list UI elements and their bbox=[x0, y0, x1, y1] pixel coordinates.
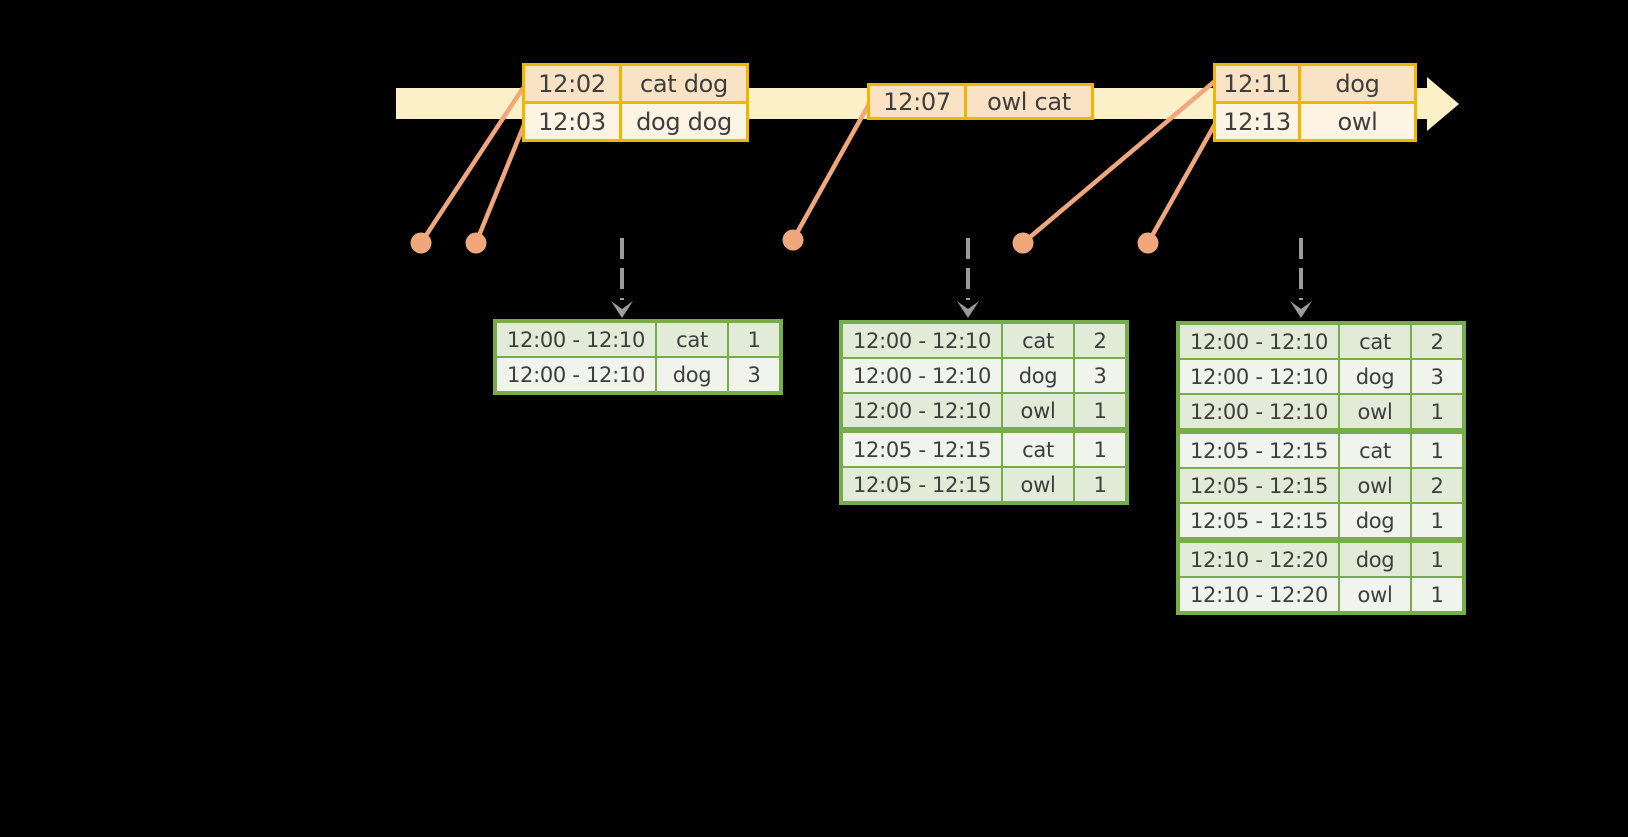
result-window-cell: 12:05 - 12:15 bbox=[840, 466, 1003, 504]
event-dot bbox=[410, 232, 432, 254]
result-word-cell: cat bbox=[1001, 321, 1075, 359]
event-words-cell: cat dog bbox=[619, 63, 749, 104]
result-word-cell: owl bbox=[1001, 392, 1075, 431]
event-dot bbox=[465, 232, 487, 254]
connector-line bbox=[791, 102, 871, 242]
event-words-cell: dog bbox=[1298, 63, 1417, 104]
event-time-cell: 12:07 bbox=[867, 83, 967, 120]
result-window-cell: 12:00 - 12:10 bbox=[494, 356, 657, 394]
result-word-cell: dog bbox=[1338, 537, 1412, 578]
result-word-cell: owl bbox=[1338, 393, 1412, 432]
event-dot bbox=[1012, 232, 1034, 254]
result-count-cell: 1 bbox=[1410, 502, 1465, 541]
result-window-cell: 12:05 - 12:15 bbox=[840, 427, 1003, 468]
connector-line bbox=[473, 124, 527, 244]
result-window-cell: 12:00 - 12:10 bbox=[840, 357, 1003, 394]
result-count-cell: 1 bbox=[727, 320, 782, 358]
result-window-cell: 12:05 - 12:15 bbox=[1177, 428, 1340, 469]
trigger-arrowhead-icon bbox=[1290, 301, 1312, 318]
trigger-arrowhead-icon bbox=[957, 301, 979, 318]
event-words-cell: owl cat bbox=[964, 83, 1094, 120]
result-word-cell: dog bbox=[1001, 357, 1075, 394]
result-count-cell: 3 bbox=[727, 356, 782, 394]
result-count-cell: 2 bbox=[1410, 467, 1465, 504]
result-word-cell: dog bbox=[1338, 502, 1412, 541]
result-word-cell: dog bbox=[1338, 358, 1412, 395]
result-window-cell: 12:00 - 12:10 bbox=[840, 321, 1003, 359]
result-window-cell: 12:05 - 12:15 bbox=[1177, 502, 1340, 541]
timeline-arrowhead-icon bbox=[1427, 77, 1459, 131]
result-count-cell: 1 bbox=[1073, 392, 1128, 431]
result-window-cell: 12:00 - 12:10 bbox=[1177, 322, 1340, 360]
result-word-cell: cat bbox=[1338, 322, 1412, 360]
event-time-cell: 12:03 bbox=[522, 101, 622, 142]
event-time-cell: 12:02 bbox=[522, 63, 622, 104]
result-word-cell: dog bbox=[655, 356, 729, 394]
result-word-cell: owl bbox=[1001, 466, 1075, 504]
result-word-cell: owl bbox=[1338, 467, 1412, 504]
result-window-cell: 12:00 - 12:10 bbox=[1177, 358, 1340, 395]
trigger-arrows bbox=[611, 238, 1312, 318]
result-window-cell: 12:05 - 12:15 bbox=[1177, 467, 1340, 504]
event-dots bbox=[410, 229, 1159, 254]
trigger-arrowhead-icon bbox=[611, 301, 633, 318]
result-count-cell: 1 bbox=[1410, 537, 1465, 578]
event-words-cell: owl bbox=[1298, 101, 1417, 142]
result-count-cell: 1 bbox=[1410, 428, 1465, 469]
result-word-cell: cat bbox=[1001, 427, 1075, 468]
result-count-cell: 1 bbox=[1410, 393, 1465, 432]
result-count-cell: 2 bbox=[1073, 321, 1128, 359]
event-time-cell: 12:13 bbox=[1213, 101, 1301, 142]
result-word-cell: cat bbox=[655, 320, 729, 358]
result-count-cell: 3 bbox=[1073, 357, 1128, 394]
event-dot bbox=[1137, 232, 1159, 254]
result-count-cell: 2 bbox=[1410, 322, 1465, 360]
connector-line bbox=[1146, 122, 1217, 245]
result-word-cell: owl bbox=[1338, 576, 1412, 614]
result-count-cell: 1 bbox=[1073, 466, 1128, 504]
result-count-cell: 1 bbox=[1410, 576, 1465, 614]
event-time-cell: 12:11 bbox=[1213, 63, 1301, 104]
result-count-cell: 1 bbox=[1073, 427, 1128, 468]
result-word-cell: cat bbox=[1338, 428, 1412, 469]
result-window-cell: 12:00 - 12:10 bbox=[840, 392, 1003, 431]
result-window-cell: 12:10 - 12:20 bbox=[1177, 576, 1340, 614]
event-dot bbox=[782, 229, 804, 251]
result-window-cell: 12:00 - 12:10 bbox=[494, 320, 657, 358]
result-window-cell: 12:10 - 12:20 bbox=[1177, 537, 1340, 578]
event-words-cell: dog dog bbox=[619, 101, 749, 142]
result-count-cell: 3 bbox=[1410, 358, 1465, 395]
result-window-cell: 12:00 - 12:10 bbox=[1177, 393, 1340, 432]
